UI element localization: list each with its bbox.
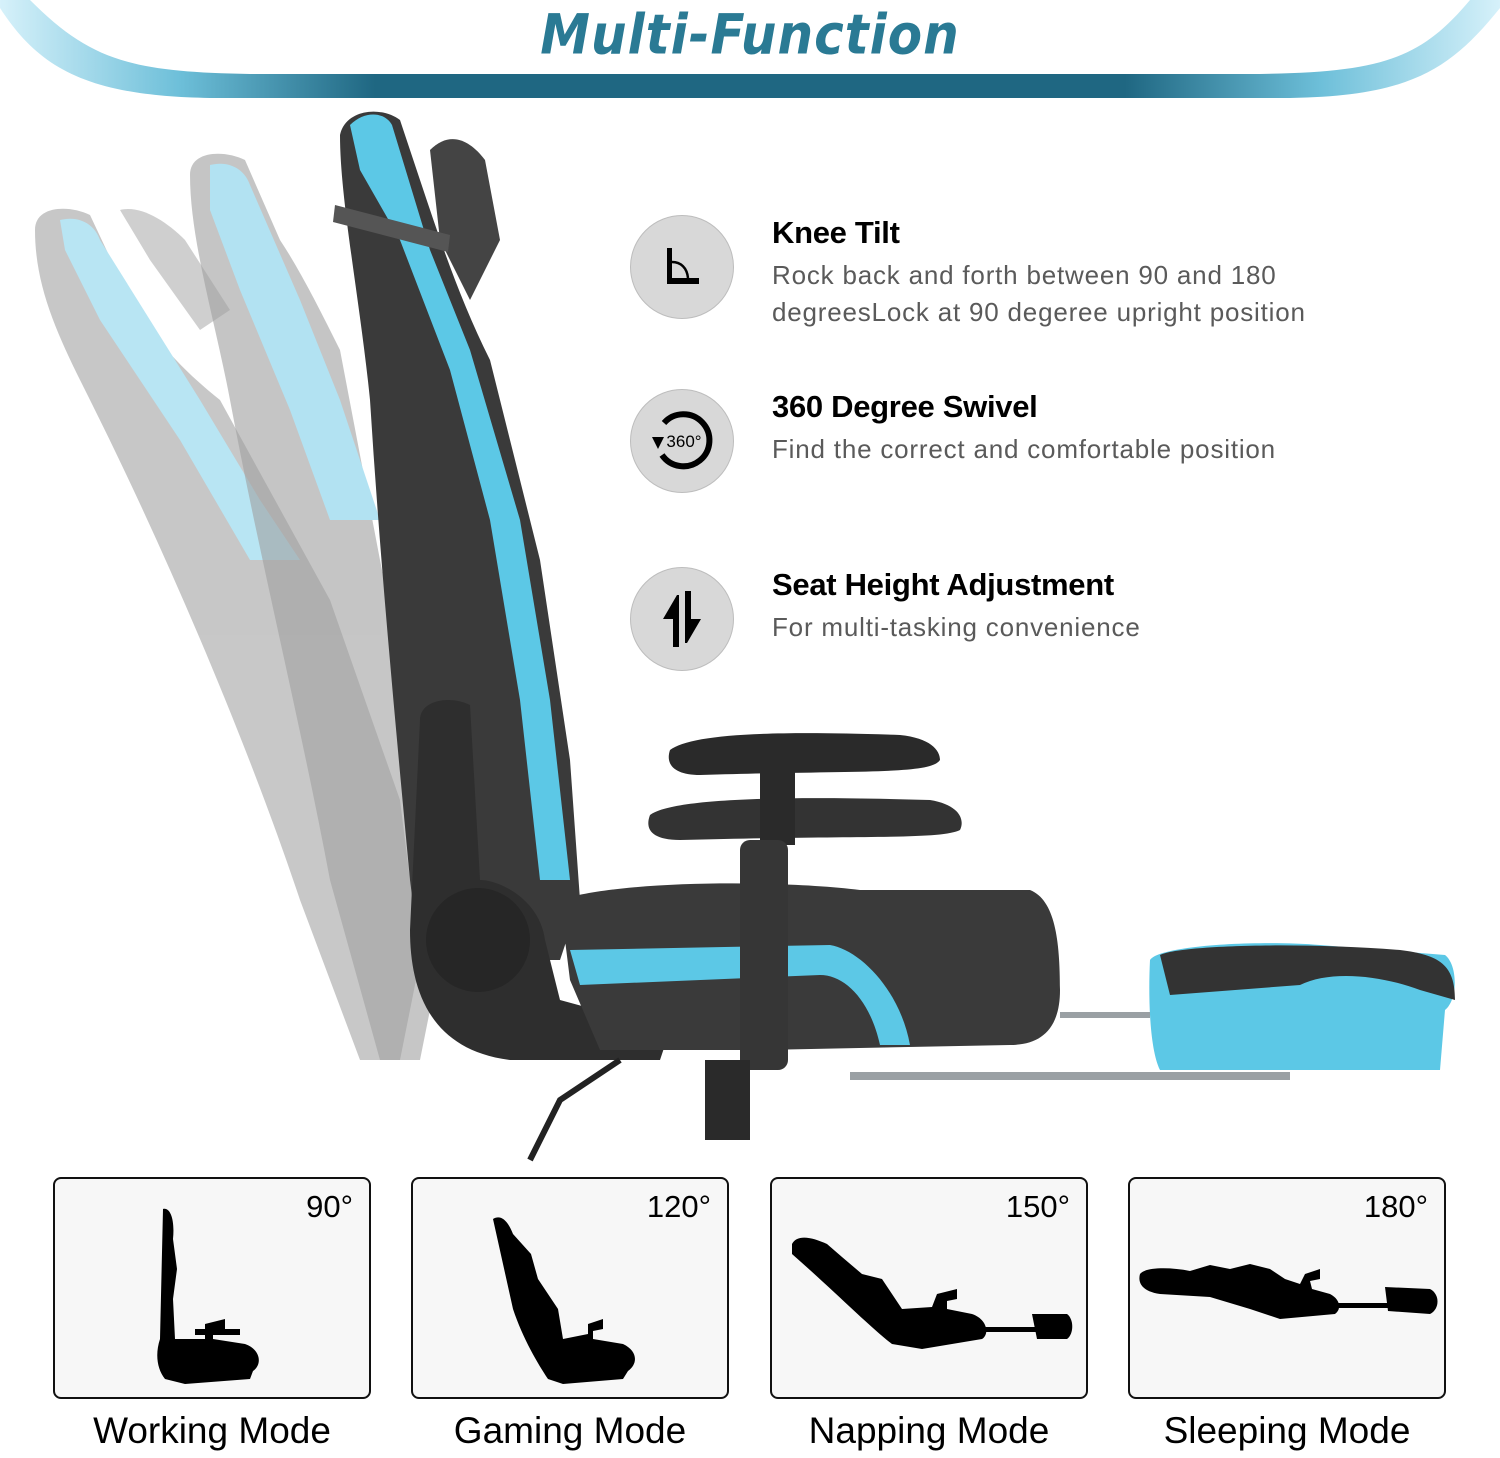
armrest-back: [668, 733, 940, 775]
feature-swivel: 360° 360 Degree Swivel Find the correct …: [630, 389, 1450, 519]
mode-angle: 180°: [1363, 1189, 1428, 1224]
chair-180-silhouette-icon: [1139, 1264, 1438, 1319]
mode-angle: 120°: [646, 1189, 711, 1224]
rotate-360-icon: 360°: [630, 389, 734, 493]
ghost-backrest-mid: [190, 153, 440, 1061]
mode-label: Napping Mode: [808, 1410, 1050, 1451]
up-down-arrows-icon: [630, 567, 734, 671]
chair-product-image: [0, 100, 1480, 1170]
banner-swoosh: [0, 0, 1500, 98]
mode-label: Sleeping Mode: [1163, 1410, 1411, 1451]
header-banner: Multi-Function: [0, 0, 1500, 110]
feature-title: Seat Height Adjustment: [772, 567, 1114, 602]
mode-card-napping: 150°: [770, 1177, 1088, 1399]
mode-label: Gaming Mode: [453, 1410, 687, 1451]
mode-card-gaming: 120°: [411, 1177, 729, 1399]
feature-knee-tilt: Knee Tilt Rock back and forth between 90…: [630, 215, 1450, 345]
mode-label: Working Mode: [93, 1410, 331, 1451]
mode-card-working: 90°: [53, 1177, 371, 1399]
chair-150-silhouette-icon: [792, 1237, 1073, 1349]
feature-description: Find the correct and comfortable positio…: [772, 434, 1276, 464]
mode-angle: 150°: [1005, 1189, 1070, 1224]
feature-description: For multi-tasking convenience: [772, 612, 1141, 642]
mode-angle: 90°: [306, 1189, 353, 1224]
chair-upright-silhouette-icon: [157, 1208, 259, 1384]
feature-title: Knee Tilt: [772, 215, 900, 250]
chair-120-silhouette-icon: [493, 1217, 635, 1384]
banner-title: Multi-Function: [540, 3, 960, 67]
main-backrest: [333, 111, 580, 960]
recline-angle-icon: [630, 215, 734, 319]
rotate-360-label: 360°: [666, 432, 701, 451]
feature-title: 360 Degree Swivel: [772, 389, 1038, 424]
feature-seat-height: Seat Height Adjustment For multi-tasking…: [630, 567, 1450, 697]
mode-card-sleeping: 180°: [1128, 1177, 1446, 1399]
armrest-front: [648, 798, 962, 840]
feature-description: Rock back and forth between 90 and 180 d…: [772, 260, 1306, 327]
